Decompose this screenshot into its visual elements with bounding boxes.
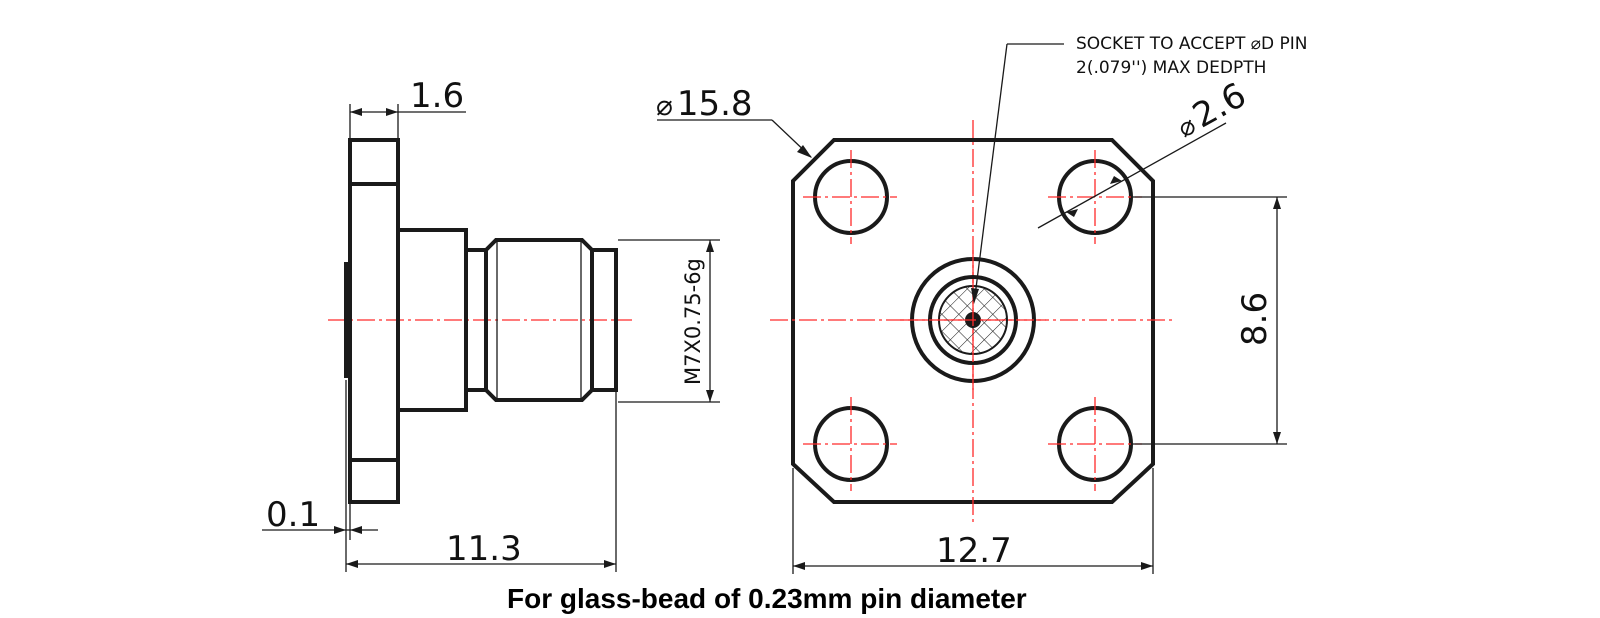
dim-flange-thickness: 1.6 — [349, 76, 466, 138]
dim-overall-length-label: 11.3 — [446, 529, 522, 569]
front-view: ⌀15.8 ⌀2.6 SOCKET TO ACCEPT ⌀D PIN 2(.07… — [656, 34, 1307, 574]
dim-hole-diameter: ⌀2.6 — [1037, 75, 1253, 229]
center-connector — [900, 250, 1046, 390]
dim-hole-spacing-label: 8.6 — [1235, 292, 1275, 346]
dim-flange-thickness-label: 1.6 — [410, 76, 464, 116]
mounting-hole-bottom-left — [803, 397, 897, 491]
side-body — [396, 228, 488, 412]
front-flange-outline — [791, 138, 1155, 504]
socket-note-line2: 2(.079'') MAX DEDPTH — [1076, 58, 1266, 78]
mounting-hole-bottom-right — [1048, 397, 1142, 491]
dim-thread: M7X0.75-6g — [618, 239, 720, 403]
side-flange — [344, 138, 400, 504]
dim-hole-diameter-label: ⌀2.6 — [1169, 75, 1253, 146]
dim-thread-label: M7X0.75-6g — [681, 258, 705, 385]
mounting-hole-top-left — [803, 150, 897, 244]
diameter-symbol: ⌀ — [656, 89, 673, 122]
side-thread — [484, 238, 618, 402]
dim-flange-diameter: ⌀15.8 — [656, 84, 812, 158]
dim-offset-label: 0.1 — [266, 495, 320, 535]
dim-hole-spacing: 8.6 — [1133, 196, 1287, 445]
dim-flange-diameter-label: ⌀15.8 — [656, 84, 753, 124]
caption: For glass-bead of 0.23mm pin diameter — [507, 583, 1027, 614]
dim-overall-length: 11.3 — [345, 392, 617, 572]
socket-note-line1: SOCKET TO ACCEPT ⌀D PIN — [1076, 34, 1307, 54]
side-view: 1.6 M7X0.75-6g 0.1 11.3 — [262, 76, 720, 572]
dim-hole-diameter-value: 2.6 — [1186, 75, 1253, 136]
dim-offset: 0.1 — [262, 380, 378, 540]
dim-width-label: 12.7 — [936, 531, 1012, 571]
dim-width: 12.7 — [792, 468, 1154, 574]
mounting-hole-top-right — [1048, 150, 1142, 244]
socket-note: SOCKET TO ACCEPT ⌀D PIN 2(.079'') MAX DE… — [971, 34, 1307, 304]
dim-flange-diameter-value: 15.8 — [677, 84, 753, 124]
